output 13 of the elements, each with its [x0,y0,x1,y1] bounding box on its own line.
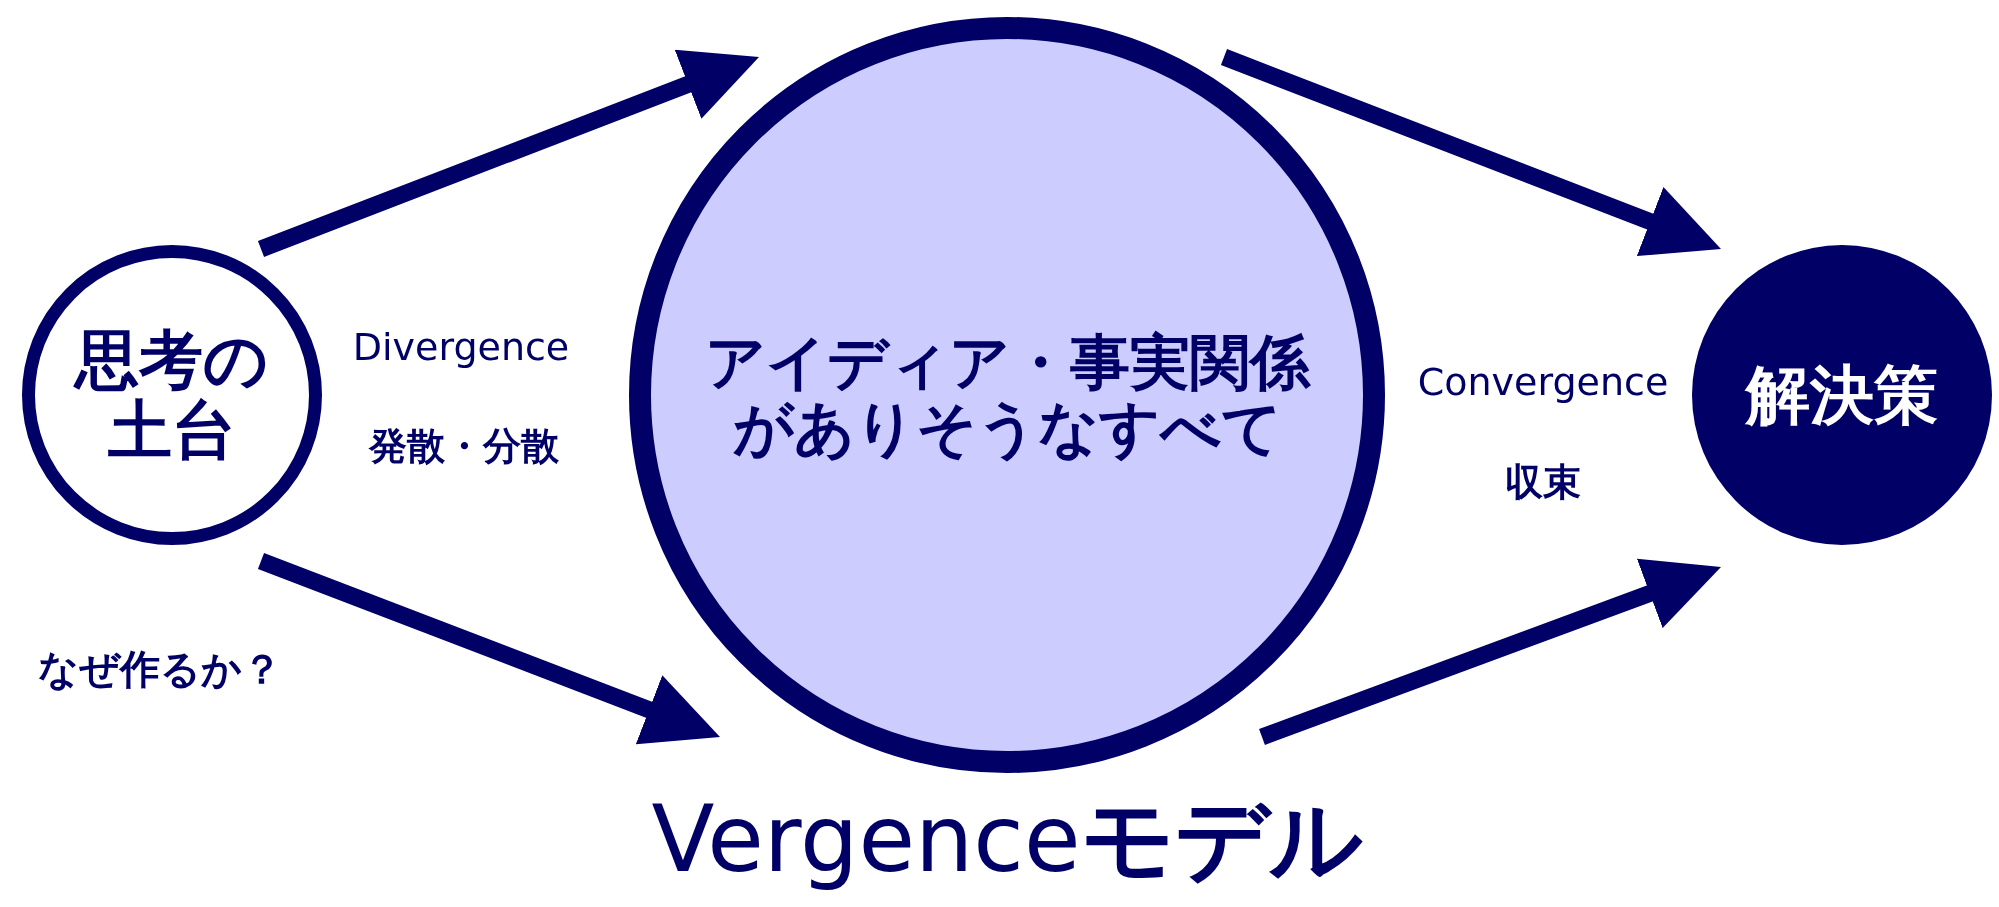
title: Vergenceモデル [651,785,1363,895]
note-text: なぜ作るか？ [38,644,282,694]
node-text: アイディア・事実関係がありそうなすべて [703,329,1312,461]
arrow [257,553,720,745]
phase-label: Divergence [352,325,570,369]
phase-label: 発散・分散 [369,422,559,470]
phase-label: Convergence [1417,360,1669,404]
node-text: 解決策 [1743,359,1939,431]
phase-label: 収束 [1505,458,1581,506]
node-text: 思考の土台 [72,324,270,466]
arrow [257,49,759,257]
arrow [1259,558,1721,745]
arrow [1220,49,1721,257]
